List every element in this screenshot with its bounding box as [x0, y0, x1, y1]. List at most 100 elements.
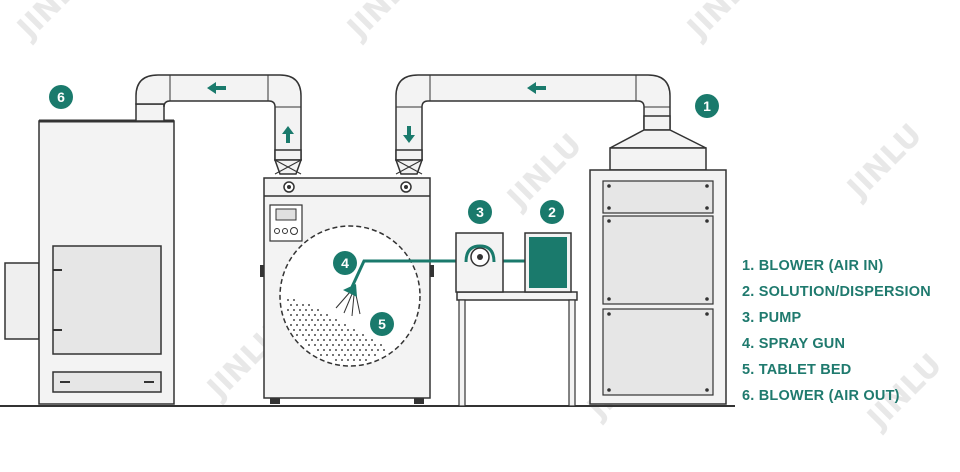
tablet-dot: [383, 349, 385, 351]
pump-housing: [455, 232, 504, 293]
tablet-dot: [374, 354, 376, 356]
marker-2-label: 2: [548, 204, 556, 220]
equipment-table: [456, 291, 578, 407]
tablet-dot: [323, 339, 325, 341]
tablet-dot: [350, 354, 352, 356]
tablet-dot: [350, 344, 352, 346]
tablet-dot: [287, 309, 289, 311]
solution-container: [524, 232, 572, 293]
tablet-dot: [311, 339, 313, 341]
tablet-dot: [326, 354, 328, 356]
flow-arrow-left-icon: [207, 82, 226, 94]
tablet-dot: [299, 329, 301, 331]
tablet-dot: [335, 349, 337, 351]
tablet-dot: [329, 319, 331, 321]
watermark-text: JINLU: [679, 0, 769, 47]
blower-out-filter-drawer: [52, 371, 162, 393]
tablet-dot: [341, 339, 343, 341]
tablet-dot: [347, 349, 349, 351]
tablet-dot: [332, 334, 334, 336]
tablet-dot: [314, 314, 316, 316]
marker-6: 6: [49, 85, 73, 109]
tablet-dot: [308, 304, 310, 306]
legend-item-spray-gun: 4. SPRAY GUN: [742, 336, 845, 352]
tablet-dot: [293, 319, 295, 321]
tablet-dot: [359, 339, 361, 341]
pump-unit: [455, 232, 504, 293]
tablet-dot: [338, 324, 340, 326]
tablet-dot: [311, 319, 313, 321]
tablet-dot: [380, 344, 382, 346]
tablet-dot: [335, 339, 337, 341]
tablet-dot: [314, 344, 316, 346]
tablet-dot: [359, 349, 361, 351]
table-top: [456, 291, 578, 301]
tablet-dot: [299, 319, 301, 321]
legend-item-pump: 3. PUMP: [742, 310, 802, 326]
tablet-dot: [320, 314, 322, 316]
blower-air-out-unit: [4, 119, 175, 405]
tablet-dot: [335, 359, 337, 361]
tablet-dot: [332, 324, 334, 326]
coating-machine: [260, 177, 434, 404]
tablet-dot: [371, 339, 373, 341]
blower-air-in-unit: [589, 115, 727, 405]
watermark-text: JINLU: [9, 0, 99, 47]
tablet-dot: [302, 334, 304, 336]
tablet-dot: [356, 344, 358, 346]
tablet-dot: [326, 324, 328, 326]
tablet-dot: [290, 324, 292, 326]
tablet-dot: [344, 324, 346, 326]
legend-item-blower-air-out: 6. BLOWER (AIR OUT): [742, 388, 900, 404]
tablet-dot: [296, 304, 298, 306]
tablet-dot: [320, 344, 322, 346]
tablet-dot: [311, 329, 313, 331]
tablet-dot: [320, 324, 322, 326]
marker-1: 1: [695, 94, 719, 118]
tablet-dot: [341, 359, 343, 361]
tablet-dot: [302, 324, 304, 326]
tablet-dot: [368, 354, 370, 356]
tablet-dot: [365, 349, 367, 351]
tablet-dot: [377, 349, 379, 351]
tablet-dot: [347, 329, 349, 331]
tablet-dot: [305, 339, 307, 341]
exhaust-duct: [135, 74, 303, 175]
flow-arrow-left-icon: [527, 82, 546, 94]
tablet-dot: [362, 334, 364, 336]
tablet-dot: [320, 354, 322, 356]
tablet-dot: [302, 304, 304, 306]
tablet-dot: [317, 339, 319, 341]
tablet-dot: [323, 329, 325, 331]
tablet-dot: [335, 329, 337, 331]
tablet-dot: [290, 314, 292, 316]
marker-5: 5: [370, 312, 394, 336]
tablet-dot: [338, 334, 340, 336]
tablet-dot: [293, 309, 295, 311]
marker-3-label: 3: [476, 204, 484, 220]
tablet-dot: [308, 344, 310, 346]
tablet-dot: [338, 354, 340, 356]
marker-1-label: 1: [703, 98, 711, 114]
tablet-dot: [302, 314, 304, 316]
tablet-dot: [368, 344, 370, 346]
tablet-dot: [347, 339, 349, 341]
tablet-dot: [317, 329, 319, 331]
marker-4-label: 4: [341, 255, 349, 271]
tablet-dot: [353, 339, 355, 341]
tablet-dot: [365, 359, 367, 361]
tablet-dot: [293, 299, 295, 301]
legend-item-solution: 2. SOLUTION/DISPERSION: [742, 284, 931, 300]
tablet-dot: [305, 309, 307, 311]
tablet-dot: [326, 344, 328, 346]
marker-3: 3: [468, 200, 492, 224]
tablet-dot: [320, 334, 322, 336]
tablet-dot: [359, 359, 361, 361]
tablet-dot: [329, 339, 331, 341]
tablet-dot: [290, 304, 292, 306]
tablet-dot: [287, 299, 289, 301]
coater-display: [275, 208, 297, 221]
tablet-dot: [293, 329, 295, 331]
